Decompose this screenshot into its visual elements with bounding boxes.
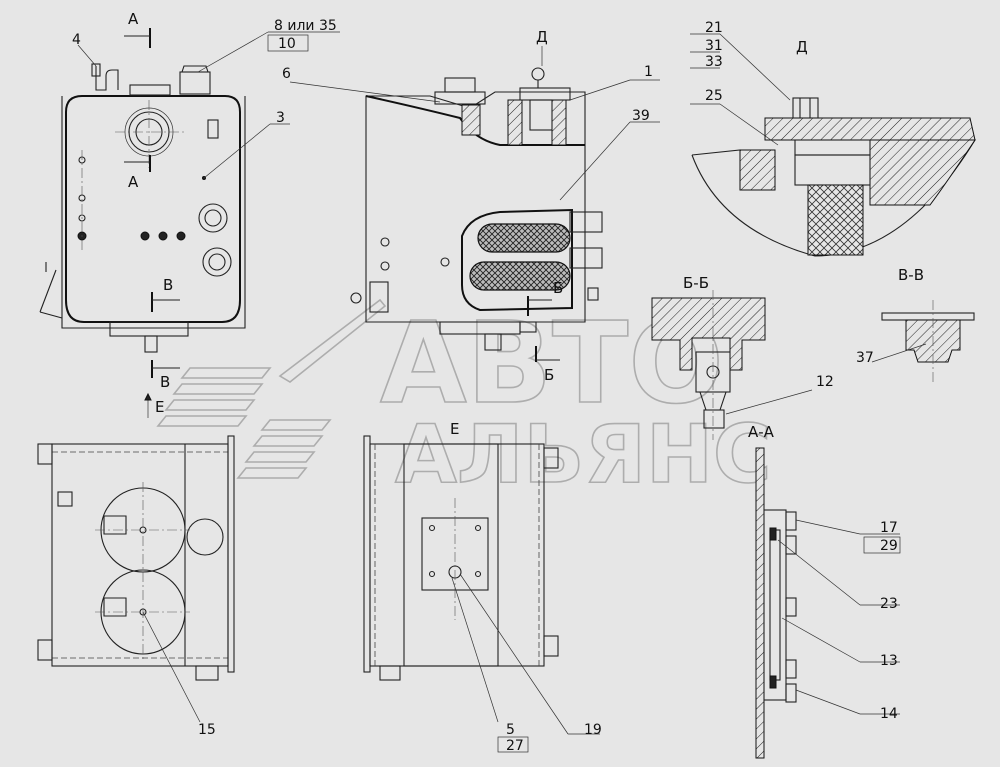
callout-27: 27 — [506, 738, 524, 754]
section-aa-title: А-А — [748, 423, 775, 441]
callout-4: 4 — [72, 32, 81, 48]
view-v-label-2: В — [160, 373, 170, 391]
side-cutaway-view — [289, 46, 660, 362]
callout-8-or-35: 8 или 35 — [274, 18, 337, 34]
callout-13: 13 — [880, 653, 898, 669]
callout-39: 39 — [632, 108, 650, 124]
watermark-logo-stripes — [156, 298, 387, 479]
view-a-label: А — [128, 10, 139, 28]
view-e-arrow-label: Е — [155, 398, 164, 416]
section-bb-view — [651, 290, 813, 440]
callout-6: 6 — [282, 66, 291, 82]
view-e-title: Е — [450, 420, 459, 438]
section-bb-title: Б-Б — [683, 274, 709, 292]
callout-29-box — [863, 536, 901, 554]
callout-10: 10 — [278, 36, 296, 52]
section-aa-view — [755, 447, 900, 759]
callout-3: 3 — [276, 110, 285, 126]
front-view — [39, 28, 340, 378]
callout-23: 23 — [880, 596, 898, 612]
detail-d-title: Д — [796, 38, 808, 56]
callout-29: 29 — [880, 538, 898, 554]
section-vv-view — [871, 300, 975, 384]
view-v-label: В — [163, 276, 173, 294]
section-vv-title: В-В — [898, 266, 924, 284]
callout-19: 19 — [584, 722, 602, 738]
callout-25: 25 — [705, 88, 723, 104]
callout-33: 33 — [705, 54, 723, 70]
callout-14: 14 — [880, 706, 898, 722]
callout-1: 1 — [644, 64, 653, 80]
view-a-label-2: А — [128, 173, 139, 191]
detail-d-view — [690, 33, 976, 257]
watermark-line2: АЛЬЯНС — [395, 408, 772, 501]
view-b-marker-2: Б — [544, 366, 554, 384]
view-d-marker: Д — [536, 28, 548, 46]
view-e-bottom-left — [37, 392, 235, 723]
callout-15: 15 — [198, 722, 216, 738]
callout-5: 5 — [506, 722, 515, 738]
view-b-marker: Б — [553, 279, 563, 297]
callout-27-box — [497, 736, 529, 753]
callout-10-box — [267, 34, 309, 52]
view-e-bottom-middle — [363, 435, 600, 735]
callout-37: 37 — [856, 350, 874, 366]
callout-12: 12 — [816, 374, 834, 390]
callout-17: 17 — [880, 520, 898, 536]
callout-31: 31 — [705, 38, 723, 54]
callout-21: 21 — [705, 20, 723, 36]
